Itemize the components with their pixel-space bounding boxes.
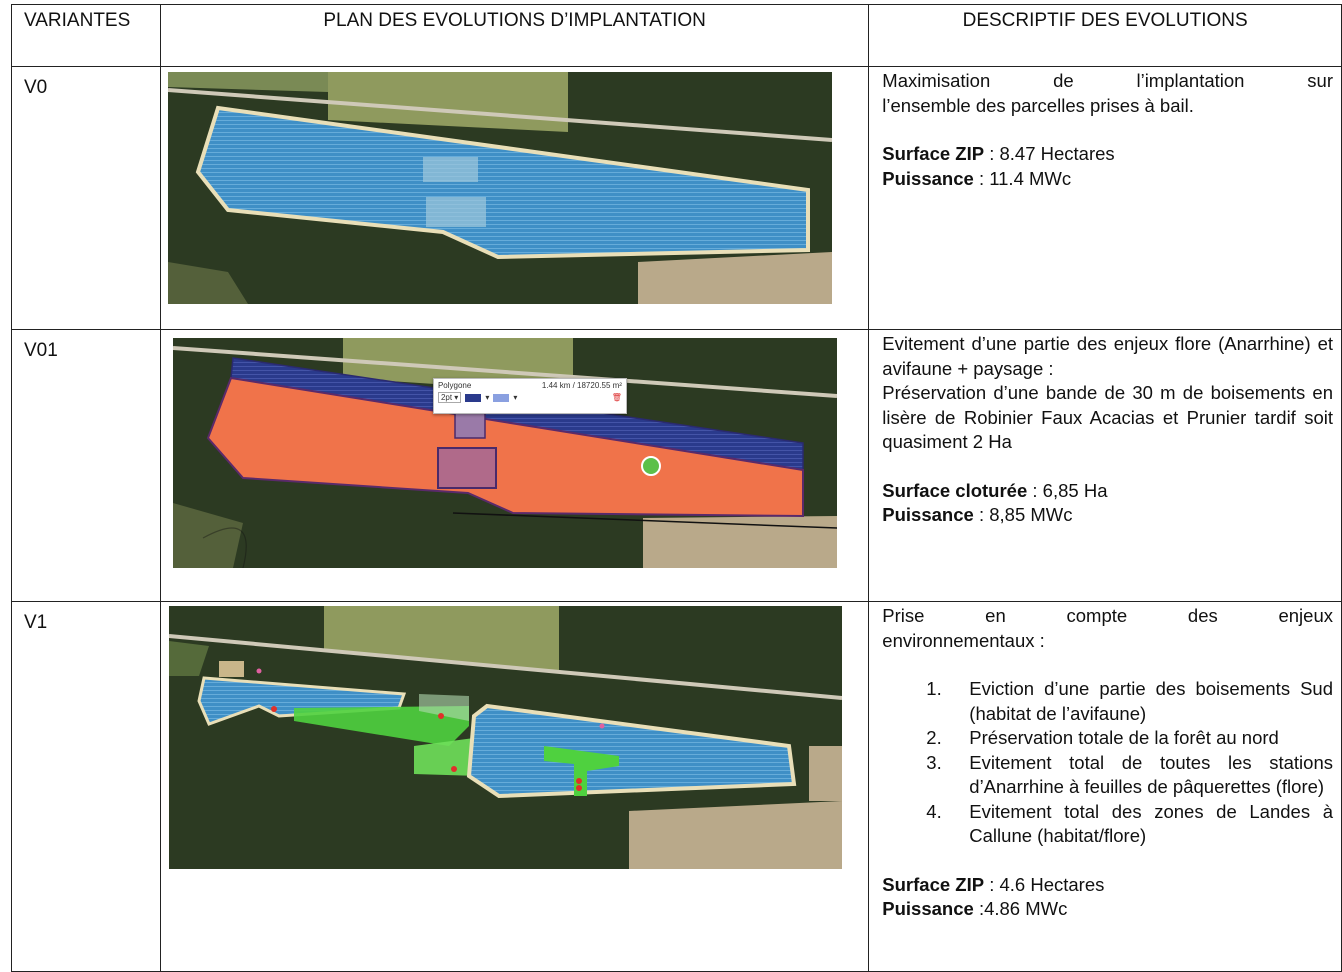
desc-line: l’ensemble des parcelles prises à bail. [882,94,1194,116]
stat-line: Surface ZIP : 4.6 Hectares [882,873,1333,898]
description-cell: Evitement d’une partie des enjeux flore … [868,329,1342,602]
map-v0-image [167,72,832,304]
stat-line: Surface ZIP : 8.47 Hectares [882,142,1333,167]
list-item: 2.Préservation totale de la forêt au nor… [926,727,1279,748]
stat-value: : 4.6 Hectares [984,873,1105,895]
list-item: 3.Evitement total de toutes les stations… [926,751,1333,798]
stat-value: :4.86 MWc [973,898,1068,919]
variants-table: VARIANTES PLAN DES EVOLUTIONS D’IMPLANTA… [11,4,1342,972]
desc-paragraph: Evitement d’une partie des enjeux flore … [882,333,1333,379]
variant-label: V0 [11,66,161,330]
evolution-list: 1.Eviction d’une partie des boisements S… [882,677,1333,849]
header-descriptif: DESCRIPTIF DES EVOLUTIONS [868,4,1342,67]
desc-paragraph: Préservation d’une bande de 30 m de bois… [882,382,1333,452]
stroke-select[interactable]: 2pt ▾ [437,392,462,403]
map-cell: Polygone 1.44 km / 18720.55 m² 2pt ▾ ▾ ▾… [159,329,870,602]
table-row: V0 [11,66,1342,330]
stat-label: Puissance [882,504,974,525]
stat-value: : 8,85 MWc [973,504,1073,525]
stat-line: Puissance : 11.4 MWc [882,167,1333,192]
table-row: V01 [11,329,1342,602]
popup-title: Polygone [437,381,472,390]
trash-icon[interactable]: 🗑 [611,393,622,402]
popup-measure: 1.44 km / 18720.55 m² [541,381,622,390]
chevron-down-icon[interactable]: ▾ [485,393,490,402]
description-cell: Maximisation de l’implantation sur l’ens… [868,66,1342,330]
header-row: VARIANTES PLAN DES EVOLUTIONS D’IMPLANTA… [11,4,1342,67]
stat-line: Puissance : 8,85 MWc [882,503,1333,528]
variant-label: V01 [11,329,161,602]
stat-label: Puissance [882,898,974,919]
stat-value: : 11.4 MWc [973,167,1072,189]
chevron-down-icon[interactable]: ▾ [513,393,518,402]
color-swatch[interactable] [465,393,482,402]
stat-label: Surface ZIP [882,143,985,164]
pattern-swatch[interactable] [493,393,510,402]
desc-line: Maximisation de l’implantation sur [882,70,1333,91]
stat-line: Surface cloturée : 6,85 Ha [882,479,1333,504]
stat-label: Puissance [882,167,974,189]
header-plan: PLAN DES EVOLUTIONS D’IMPLANTATION [159,4,870,67]
desc-line: Prise en compte des enjeux [882,605,1333,626]
map-cell [159,601,870,972]
list-item: 4.Evitement total des zones de Landes à … [926,800,1333,847]
description-cell: Prise en compte des enjeux environnement… [868,601,1342,972]
map-v1-image [168,606,842,869]
map-v01-image: Polygone 1.44 km / 18720.55 m² 2pt ▾ ▾ ▾… [172,338,837,568]
stat-line: Puissance :4.86 MWc [882,897,1333,922]
table-row: V1 [11,601,1342,972]
stat-label: Surface ZIP [882,873,985,895]
variant-label: V1 [11,601,161,972]
map-cell [159,66,870,330]
stat-label: Surface cloturée [882,479,1028,501]
desc-line: environnementaux : [882,629,1045,651]
list-item: 1.Eviction d’une partie des boisements S… [926,678,1333,724]
header-variantes: VARIANTES [11,4,161,67]
stat-value: : 6,85 Ha [1027,479,1108,501]
polygon-popup: Polygone 1.44 km / 18720.55 m² 2pt ▾ ▾ ▾… [432,378,627,414]
stat-value: : 8.47 Hectares [984,143,1115,164]
